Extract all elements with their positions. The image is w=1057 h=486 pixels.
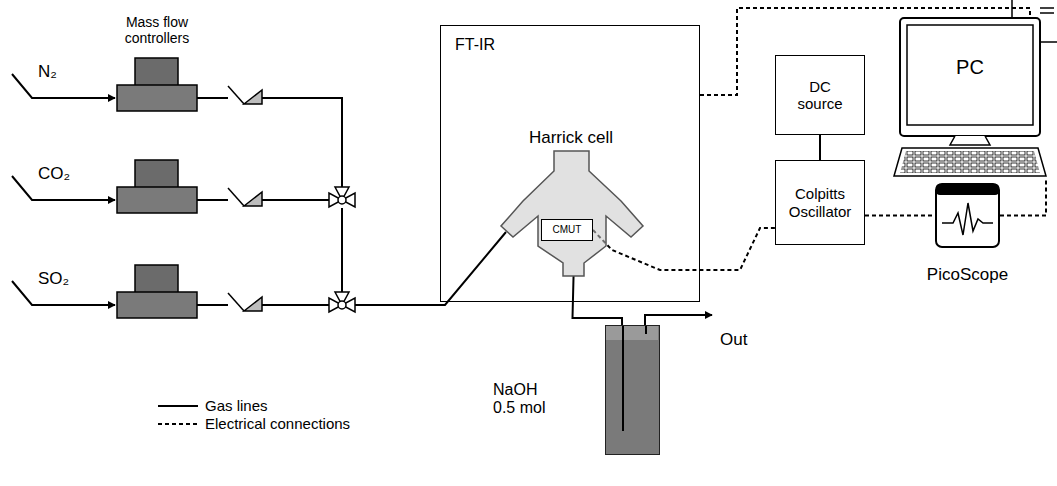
check-valves: [228, 86, 262, 311]
pc-outline: [890, 18, 1050, 178]
legend-solid-sample: [158, 405, 198, 407]
mass-flow-controllers: [117, 58, 197, 318]
oscilloscope-icon: PicoScope: [935, 183, 1000, 248]
pico-outline: [935, 183, 1000, 248]
outlet-label: Out: [720, 330, 747, 350]
cmut-sensor: CMUT: [541, 219, 593, 241]
gas-line: [819, 135, 821, 160]
group-label: Mass flow controllers: [102, 14, 212, 46]
outlet-line: [645, 315, 712, 325]
harrick-outline: [496, 126, 646, 276]
legend-text: Gas lines: [205, 397, 268, 414]
instrument-box: FT-IR Harrick cellCMUT: [440, 25, 700, 302]
electrical-connection: [593, 228, 775, 270]
dc-source-box: DC source: [775, 55, 865, 135]
gas-label: SO₂: [38, 269, 69, 289]
naoh-bottle: NaOH 0.5 mol: [605, 325, 660, 455]
gas-label: N₂: [38, 62, 57, 82]
legend-dashed-sample: [158, 423, 198, 425]
node-text: DC source: [792, 78, 848, 113]
electrical-connection: [1000, 178, 1046, 216]
node-text: CMUT: [553, 224, 582, 236]
electrical-connection: [865, 215, 935, 217]
legend-text: Electrical connections: [205, 415, 350, 432]
bottle-outline: [606, 326, 661, 456]
gas-line: [573, 276, 623, 325]
three-way-valves: [329, 187, 355, 312]
node-text: FT-IR: [455, 36, 495, 54]
oscillator-box: Colpitts Oscillator: [775, 160, 865, 245]
node-text: Colpitts Oscillator: [779, 185, 861, 220]
harrick-cell: Harrick cellCMUT: [496, 126, 646, 276]
gas-inlet-n2: [12, 74, 115, 305]
node-text: PicoScope: [895, 265, 1040, 285]
node-text: Harrick cell: [496, 128, 646, 148]
node-text: NaOH 0.5 mol: [493, 381, 557, 418]
gas-lines: [197, 98, 506, 305]
gas-label: CO₂: [38, 164, 70, 184]
pc-computer: PC: [890, 18, 1050, 178]
node-text: PC: [900, 56, 1040, 79]
